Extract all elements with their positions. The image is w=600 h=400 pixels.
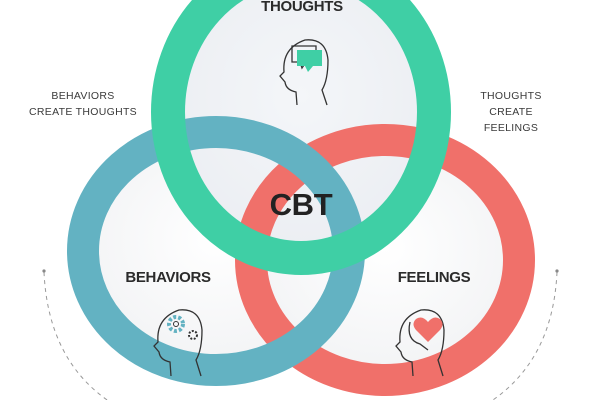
head-speech-bubble-icon — [279, 39, 329, 106]
thoughts-create-feelings-note: THOUGHTS CREATE FEELINGS — [467, 88, 556, 136]
cbt-title: CBT — [269, 187, 333, 222]
note-line: CREATE THOUGHTS — [29, 106, 137, 118]
dashed-arc-left — [43, 271, 109, 400]
feelings-label: FEELINGS — [397, 269, 471, 286]
behaviors-create-thoughts-note: BEHAVIORS CREATE THOUGHTS — [29, 88, 137, 120]
arc-left-arrowhead — [42, 269, 46, 273]
head-gears-icon — [153, 309, 203, 377]
thoughts-ring — [151, 0, 451, 275]
thoughts-circle-fill — [169, 0, 433, 255]
thoughts-label: THOUGHTS — [261, 0, 343, 15]
behaviors-label: BEHAVIORS — [125, 269, 211, 286]
note-line: THOUGHTS — [480, 90, 542, 102]
head-heart-icon — [395, 309, 445, 377]
overlap-tint — [169, 0, 433, 255]
dashed-arc-right — [491, 271, 558, 400]
note-line: CREATE FEELINGS — [483, 106, 539, 134]
note-line: BEHAVIORS — [51, 90, 115, 102]
arc-right-arrowhead — [555, 269, 559, 273]
